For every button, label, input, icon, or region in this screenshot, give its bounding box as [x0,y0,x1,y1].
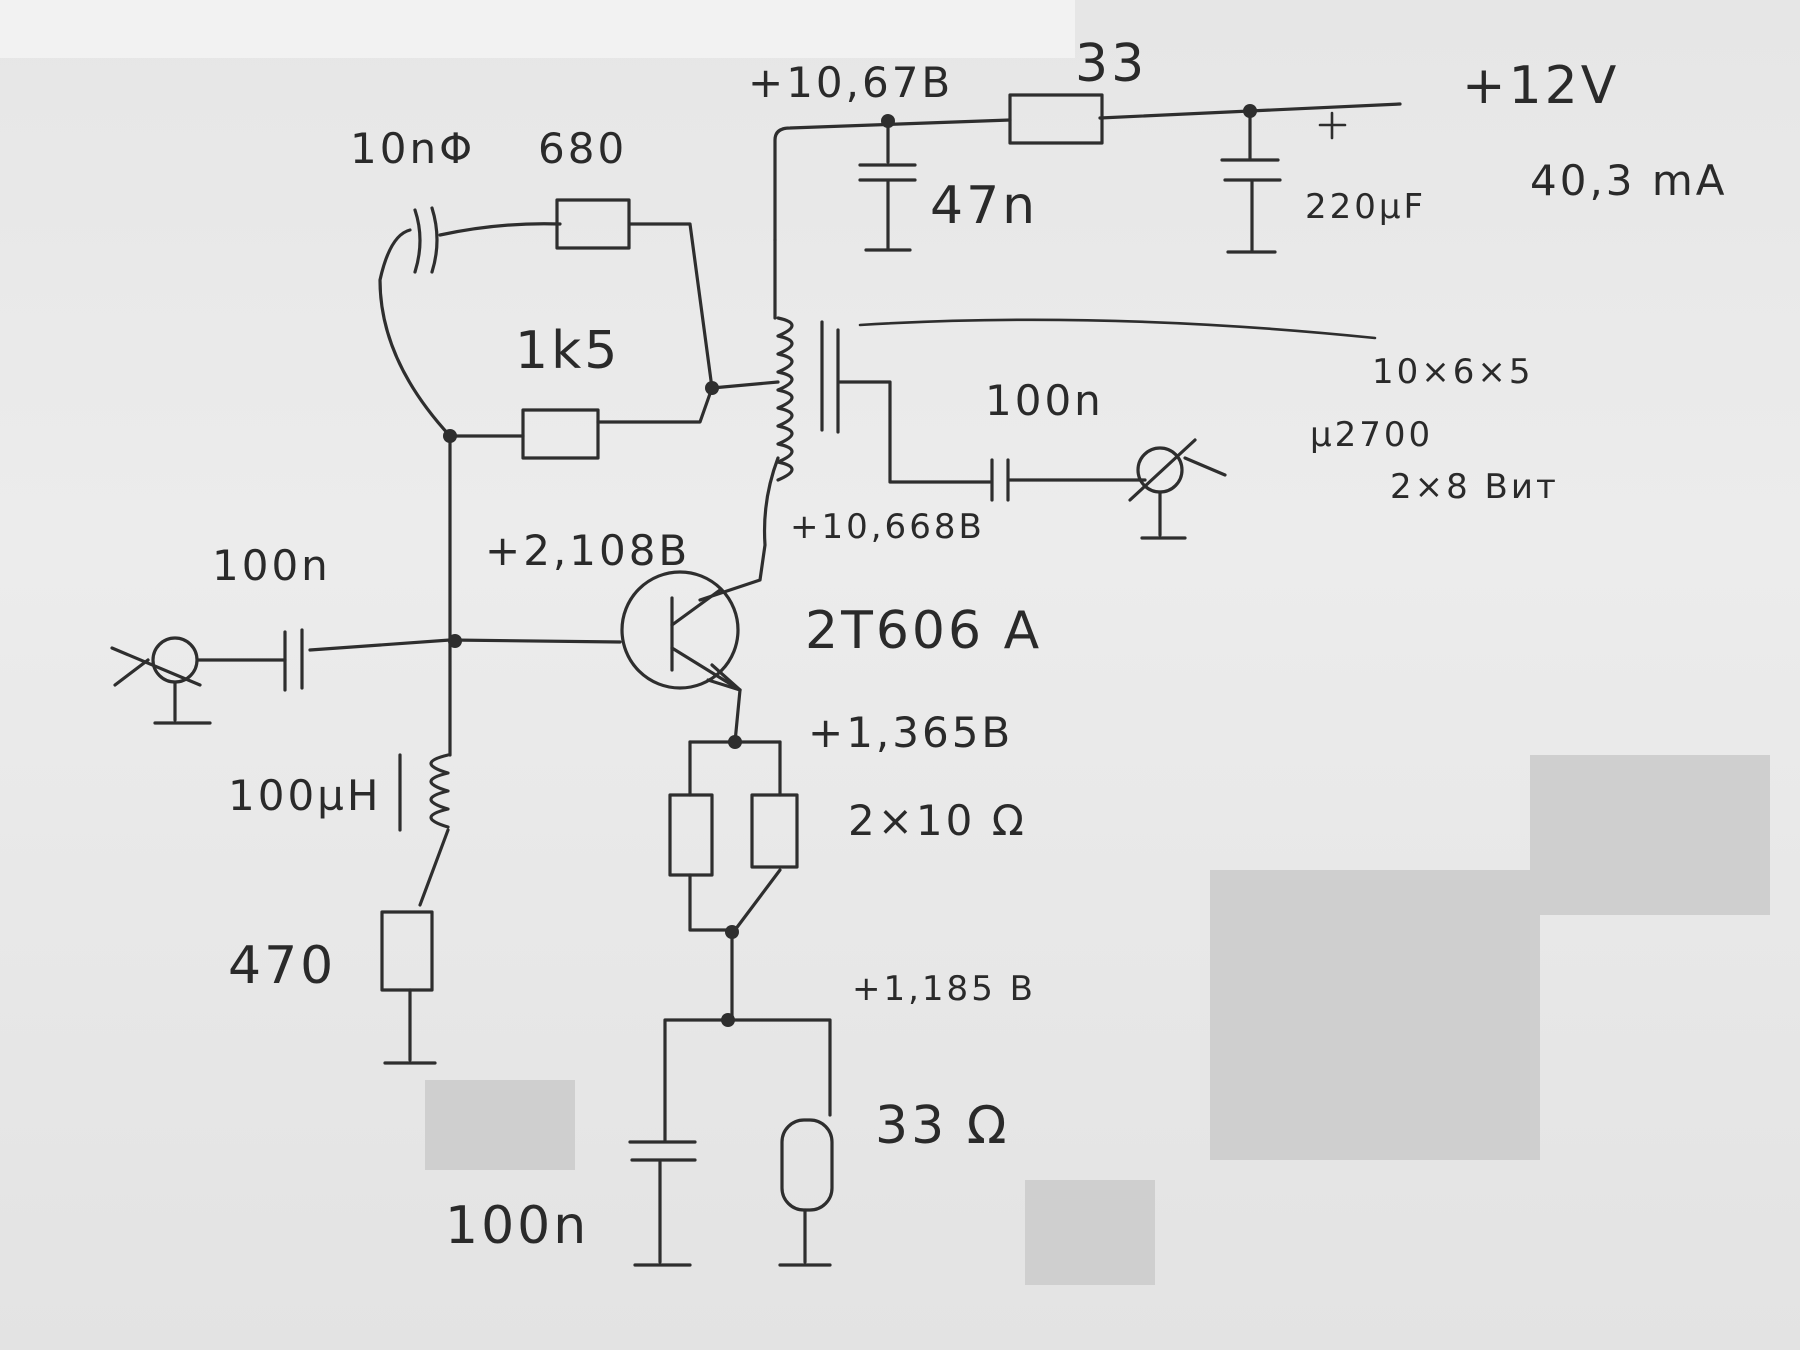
emitter-resistor-pair-label: 2×10 Ω [848,796,1027,845]
supply-voltage-label: +12V [1462,56,1620,116]
emitter-network [628,688,834,1267]
mask-patch [1025,1180,1155,1285]
mask-patch [1530,755,1770,915]
output-capacitor-label: 100n [985,376,1104,425]
bias-ground-network [380,639,452,1065]
transistor-symbol [620,570,742,692]
transistor-label: 2T606 A [805,601,1043,661]
bias-resistor-label: 1k5 [515,321,621,381]
lower-emitter-resistor-label: 33 Ω [875,1096,1010,1156]
feedback-resistor-label: 680 [538,124,628,173]
mask-patch [425,1080,575,1170]
feedback-network [378,198,780,460]
core-permeability-label: µ2700 [1310,415,1434,455]
core-line [858,318,1377,340]
mask-patch [1210,870,1540,1160]
bulk-capacitor [1220,109,1347,254]
rail-voltage-label: +10,67B [748,58,954,107]
decoupling-capacitor [858,119,917,252]
paper-edge [0,0,1075,58]
turns-label: 2×8 Вит [1390,467,1559,507]
supply-resistor [1008,93,1104,145]
supply-resistor-label: 33 [1075,34,1148,94]
choke-label: 100µH [228,771,382,820]
collector-voltage-label: +10,668B [790,507,985,547]
lower-node-voltage-label: +1,185 B [852,969,1036,1009]
transformer [773,238,840,482]
input-capacitor-label: 100n [212,541,331,590]
supply-current-label: 40,3 mA [1530,156,1728,205]
feedback-capacitor-label: 10nΦ [350,124,476,173]
input-network [110,434,622,725]
base-voltage-label: +2,108B [485,526,691,575]
ground-resistor-label: 470 [228,936,337,996]
decoupling-capacitor-label: 47n [930,176,1039,236]
collector-wire [698,456,780,602]
output-network [838,380,1227,540]
emitter-voltage-label: +1,365B [808,708,1014,757]
core-size-label: 10×6×5 [1372,352,1534,392]
bulk-capacitor-label: 220µF [1305,187,1427,227]
bypass-capacitor-label: 100n [445,1196,590,1256]
